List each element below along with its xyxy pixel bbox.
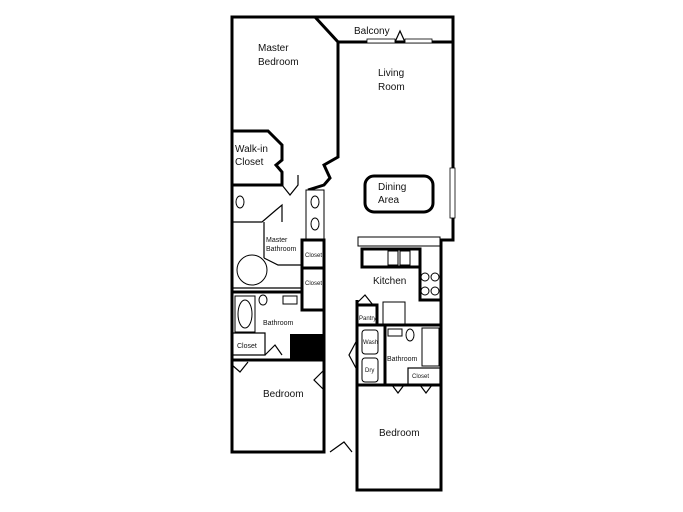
walls [230, 15, 455, 492]
fixtures [234, 174, 440, 383]
label-bedroom-left: Bedroom [263, 389, 304, 400]
dining-table [363, 174, 435, 214]
label-closet-left: Closet [237, 343, 257, 350]
sink-icon [387, 250, 399, 266]
label-living-room-2: Room [378, 82, 405, 93]
label-pantry: Pantry [359, 316, 376, 322]
label-master-bedroom-1: Master [258, 43, 289, 54]
sink-icon [399, 250, 411, 266]
sink-icon [282, 295, 298, 305]
tub-icon [421, 327, 440, 367]
sink-icon [387, 328, 403, 337]
label-master-bedroom-2: Bedroom [258, 57, 299, 68]
label-walk-in-closet-2: Closet [235, 157, 264, 168]
room-labels: Balcony Master Bedroom Living Room Walk-… [235, 26, 429, 439]
label-bathroom-right: Bathroom [387, 356, 418, 363]
label-bedroom-right: Bedroom [379, 428, 420, 439]
utility-block [290, 334, 324, 360]
burner-icon [420, 272, 430, 282]
label-living-room-1: Living [378, 68, 404, 79]
label-washer: Wash [363, 340, 378, 346]
toilet-icon [235, 195, 245, 209]
tub-icon [236, 254, 268, 286]
toilet-icon [405, 328, 415, 342]
label-closet-1: Closet [305, 253, 322, 259]
label-bathroom-left: Bathroom [263, 320, 294, 327]
label-master-bath-1: Master [266, 237, 288, 244]
sink-icon [310, 217, 320, 231]
sink-icon [310, 195, 320, 209]
label-kitchen: Kitchen [373, 276, 406, 287]
doors [231, 294, 433, 453]
label-master-bath-2: Bathroom [266, 246, 297, 253]
label-dryer: Dry [365, 368, 374, 374]
label-balcony: Balcony [354, 26, 390, 37]
label-dining-2: Area [378, 195, 400, 206]
dryer-icon [361, 357, 379, 383]
label-closet-right: Closet [412, 374, 429, 380]
windows [366, 29, 456, 219]
label-dining-1: Dining [378, 182, 406, 193]
toilet-icon [258, 294, 268, 306]
washer-icon [361, 329, 379, 355]
label-walk-in-closet-1: Walk-in [235, 144, 268, 155]
label-closet-2: Closet [305, 281, 322, 287]
